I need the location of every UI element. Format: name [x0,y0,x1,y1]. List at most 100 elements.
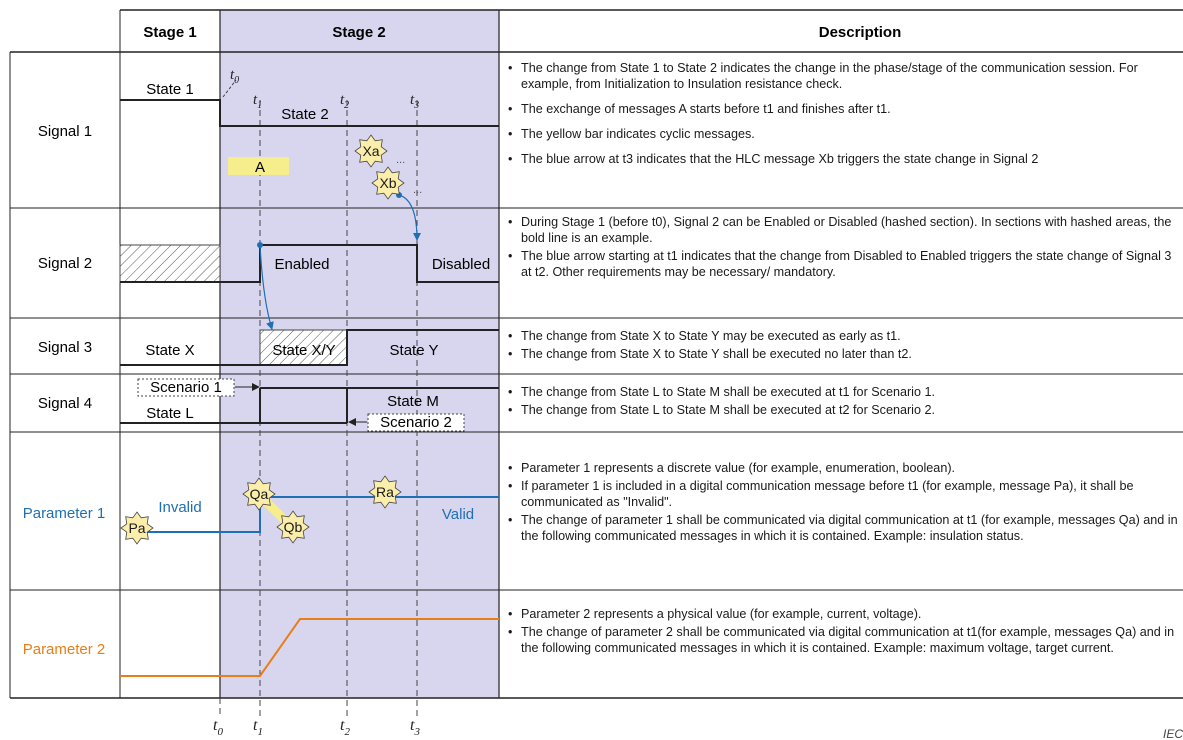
signal3-hatched-area [259,329,348,366]
message-xa-label: Xa [362,143,379,159]
signal2-waveform [120,244,499,283]
signal3-statexy-label: State X/Y [272,342,335,359]
description-item: The change from State X to State Y shall… [501,346,1183,362]
message-ra-label: Ra [376,484,394,500]
ellipsis-upper: ... [396,154,405,166]
iec-watermark: IEC [1163,727,1183,740]
t3-bottom-sub: 3 [413,726,420,738]
message-pa-label: Pa [128,520,145,536]
t2-upper-sub: 2 [344,100,349,111]
scenario1-label: Scenario 1 [150,379,222,396]
scenario1-box [137,378,235,397]
row-label-signal4: Signal 4 [38,395,92,412]
signal4-waveform [120,387,499,424]
parameter1-valid-label: Valid [442,506,474,523]
t1-upper-label: t1 [253,92,262,111]
t0-bottom-label: t0 [213,717,223,738]
row-label-signal3: Signal 3 [38,339,92,356]
description-item: The blue arrow starting at t1 indicates … [501,248,1183,280]
scenario2-label: Scenario 2 [380,414,452,431]
t0-pointer [222,79,237,98]
description-signal3: The change from State X to State Y may b… [501,328,1183,368]
t0-bottom-sub: 0 [217,726,223,738]
message-xb-star [371,166,405,200]
t3-upper-label: t3 [410,92,419,111]
row-label-parameter2: Parameter 2 [23,641,106,658]
t0-upper-sub: 0 [234,75,239,86]
description-item: The change from State 1 to State 2 indic… [501,60,1183,92]
description-item: The change from State L to State M shall… [501,402,1183,418]
description-item: The blue arrow at t3 indicates that the … [501,151,1183,167]
header-stage2: Stage 2 [332,24,385,41]
t2-bottom-label: t2 [340,717,350,738]
signal3-statey-label: State Y [390,342,439,359]
t3-bottom-label: t3 [410,717,420,738]
description-signal1: The change from State 1 to State 2 indic… [501,60,1183,173]
signal3-statex-label: State X [145,342,194,359]
t0-upper-t: t [230,67,235,83]
description-item: The change of parameter 2 shall be commu… [501,624,1183,656]
t2-bottom-t: t [340,717,345,734]
t1-bottom-t: t [253,717,258,734]
t0-upper-label: t0 [230,67,239,86]
description-item: The yellow bar indicates cyclic messages… [501,126,1183,142]
header-stage1: Stage 1 [143,24,196,41]
row-label-parameter1: Parameter 1 [23,505,106,522]
description-item: Parameter 2 represents a physical value … [501,606,1183,622]
description-item: If parameter 1 is included in a digital … [501,478,1183,510]
description-item: The change of parameter 1 shall be commu… [501,512,1183,544]
cyclic-message-bar [228,157,289,175]
signal2-hatched-area [119,244,221,283]
message-xa-star [354,134,388,168]
description-item: The change from State L to State M shall… [501,384,1183,400]
t2-upper-label: t2 [340,92,349,111]
t1-bottom-label: t1 [253,717,263,738]
header-description: Description [819,24,902,41]
t0-bottom-t: t [213,717,218,734]
message-qa-label: Qa [250,486,269,502]
table-grid [9,9,1183,699]
t3-bottom-t: t [410,717,415,734]
parameter2-waveform [120,618,499,677]
description-item: The exchange of messages A starts before… [501,101,1183,117]
t1-bottom-sub: 1 [257,726,263,738]
signal2-enabled-label: Enabled [274,256,329,273]
signal2-disabled-label: Disabled [432,256,490,273]
t1-upper-sub: 1 [257,100,262,111]
row-label-signal1: Signal 1 [38,123,92,140]
signal3-waveform [120,329,499,366]
t3-upper-sub: 3 [413,100,419,111]
signal1-state1-label: State 1 [146,81,194,98]
parameter1-invalid-label: Invalid [158,499,201,516]
signal4-statem-label: State M [387,393,439,410]
signal1-state2-label: State 2 [281,106,329,123]
description-item: During Stage 1 (before t0), Signal 2 can… [501,214,1183,246]
time-markers [219,100,418,718]
message-qb-star [276,510,310,544]
signal4-statel-label: State L [146,405,194,422]
xb-trigger-arrow [398,194,421,241]
description-signal4: The change from State L to State M shall… [501,384,1183,424]
message-qb-label: Qb [284,519,303,535]
signal1-waveform [120,99,499,127]
description-parameter2: Parameter 2 represents a physical value … [501,606,1183,662]
message-xb-label: Xb [379,175,396,191]
t2-upper-t: t [340,92,345,108]
t1-upper-t: t [253,92,258,108]
description-item: Parameter 1 represents a discrete value … [501,460,1183,476]
description-item: The change from State X to State Y may b… [501,328,1183,344]
enabled-trigger-arrow [259,244,274,330]
scenario2-box [367,413,465,432]
description-parameter1: Parameter 1 represents a discrete value … [501,460,1183,550]
ellipsis-lower: ... [413,184,422,196]
description-signal2: During Stage 1 (before t0), Signal 2 can… [501,214,1183,286]
message-ra-star [368,475,402,509]
row-label-signal2: Signal 2 [38,255,92,272]
message-pa-star [120,511,154,545]
t2-bottom-sub: 2 [344,726,350,738]
message-qa-star [242,477,276,511]
t3-upper-t: t [410,92,415,108]
message-a-label: A [255,159,265,176]
